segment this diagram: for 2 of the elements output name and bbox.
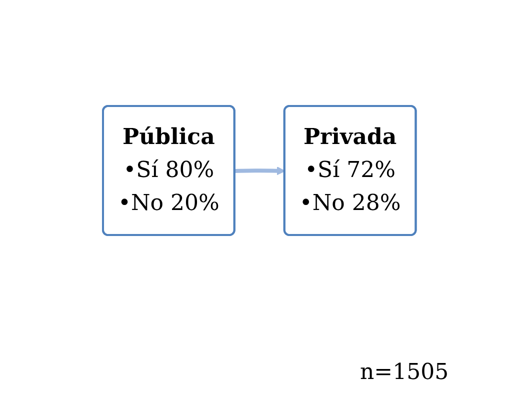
- arrow: [234, 166, 285, 175]
- sample-size-note: n=1505: [360, 360, 449, 385]
